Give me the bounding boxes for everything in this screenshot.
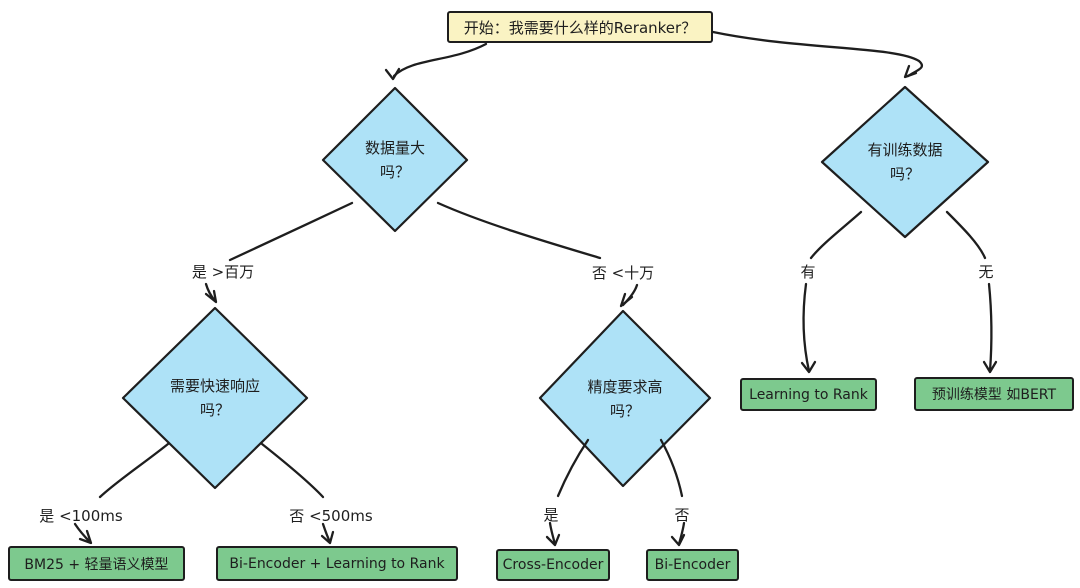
edge-training-data-to-none-label [945,210,987,260]
arrowhead-start-to-training-data [903,64,918,79]
arrowhead-yes100-label-to-bm25 [78,529,93,545]
edge-label-no-under-500ms: 否 <500ms [289,507,373,525]
arrowhead-no-label-to-high-precision [619,292,634,308]
decision-diamond-fast-response [121,306,309,490]
start-node: 开始：我需要什么样的Reranker？ [447,11,713,43]
result-node-bi-encoder-ltr: Bi-Encoder + Learning to Rank [216,546,458,581]
decision-diamond-data-volume [321,86,469,233]
edge-label-has-data: 有 [800,263,816,281]
edge-training-data-to-has-label [809,210,863,260]
edge-label-yes-over-million: 是 >百万 [191,263,255,281]
arrowhead-yes-label-to-fast-response [204,289,218,304]
edge-start-to-data-volume [392,42,488,78]
arrowhead-has-label-to-learning-to-rank [800,360,817,374]
edge-yes-label-to-cross-encoder [548,521,557,546]
edge-no500-label-to-bi-encoder-ltr [321,522,332,544]
edge-label-no: 否 [674,506,690,524]
result-node-pretrained-model: 预训练模型 如BERT [914,377,1074,411]
result-node-cross-encoder: Cross-Encoder [496,549,610,581]
edge-fast-response-to-no500-label [260,442,325,499]
arrowhead-no-label-to-bi-encoder [670,533,686,547]
edge-high-precision-to-no-label [659,438,684,498]
result-node-learning-to-rank: Learning to Rank [740,378,877,411]
arrowhead-yes-label-to-cross-encoder [545,533,561,547]
decision-diamond-training-data [820,85,990,239]
edge-high-precision-to-yes-label [556,438,590,498]
arrowhead-none-label-to-pretrained [982,360,998,374]
edge-data-volume-to-yes-label [228,201,354,262]
edge-label-no-under-100k: 否 <十万 [591,264,655,282]
arrowhead-no500-label-to-bi-encoder-ltr [320,530,335,545]
edge-start-to-training-data [711,30,924,78]
edge-has-label-to-learning-to-rank [802,282,811,373]
edge-none-label-to-pretrained [987,282,993,373]
edge-yes100-label-to-bm25 [73,522,92,544]
arrowhead-start-to-data-volume [384,67,401,81]
result-node-bi-encoder: Bi-Encoder [646,549,739,581]
edge-data-volume-to-no-label [436,201,602,260]
edge-label-yes: 是 [543,506,559,524]
decision-diamond-high-precision [538,309,712,488]
edge-fast-response-to-yes100-label [98,442,170,499]
result-node-bm25-lightweight: BM25 + 轻量语义模型 [8,546,185,581]
edge-label-no-data: 无 [978,263,994,281]
edge-label-yes-under-100ms: 是 <100ms [39,507,123,525]
